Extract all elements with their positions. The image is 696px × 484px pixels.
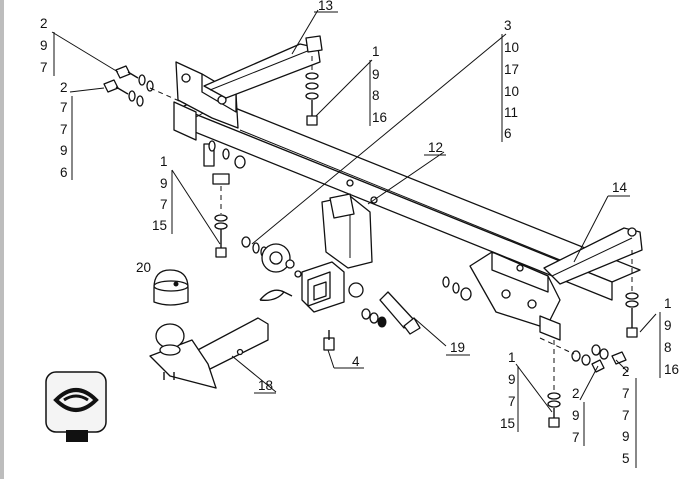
callout-left-mid: 6	[60, 165, 68, 180]
callout-top-center: 16	[372, 110, 387, 125]
left-side-bracket	[173, 43, 321, 167]
callout-top-left: 7	[40, 60, 48, 75]
callout-bottom-mid: 2	[572, 386, 580, 401]
callout-top-left: 9	[40, 38, 48, 53]
callout-bottom-right: 5	[622, 451, 630, 466]
brand-logo-icon	[45, 371, 107, 442]
locking-pin	[379, 291, 421, 335]
callout-left-bolt: 7	[160, 197, 168, 212]
callout-top-center: 8	[372, 88, 380, 103]
right-side-bracket	[469, 227, 643, 341]
leader-lines	[51, 9, 657, 413]
callout-top-right: 10	[504, 40, 519, 55]
callout-labels: 2 9 7 2 7 7 9 6 13 1 9 8 16 3 10 17 10 1…	[40, 0, 679, 468]
tow-ball-cap	[153, 269, 189, 306]
callout-bottom-bolt: 7	[508, 394, 516, 409]
callout-top-right: 6	[504, 126, 512, 141]
callout-bottom-right: 7	[622, 408, 630, 423]
fastener-set	[103, 35, 639, 428]
callout-left-mid: 2	[60, 80, 68, 95]
callout-bottom-bolt: 9	[508, 372, 516, 387]
callout-bottom-bolt: 1	[508, 350, 516, 365]
callout-left-mid: 7	[60, 100, 68, 115]
callout-12: 12	[428, 140, 443, 155]
callout-top-right: 10	[504, 84, 519, 99]
callout-bottom-bolt: 15	[500, 416, 515, 431]
callout-left-mid: 9	[60, 143, 68, 158]
callout-right-bolt: 9	[664, 318, 672, 333]
callout-top-left: 2	[40, 16, 48, 31]
callout-bottom-mid: 9	[572, 408, 580, 423]
callout-19: 19	[450, 340, 465, 355]
callout-top-right: 11	[504, 105, 518, 120]
callout-bottom-right: 2	[622, 364, 630, 379]
callout-top-right: 17	[504, 62, 519, 77]
callout-bottom-right: 7	[622, 386, 630, 401]
callout-4: 4	[352, 354, 360, 369]
left-edge-bar	[0, 0, 4, 479]
callout-13: 13	[318, 0, 333, 13]
callout-left-bolt: 1	[160, 154, 168, 169]
callout-top-right: 3	[504, 18, 512, 33]
callout-14: 14	[612, 180, 628, 195]
callout-right-bolt: 16	[664, 362, 679, 377]
callout-top-center: 1	[372, 44, 380, 59]
callout-right-bolt: 8	[664, 340, 672, 355]
ball-mount	[149, 317, 269, 389]
main-crossbar	[179, 95, 641, 313]
callout-left-bolt: 9	[160, 176, 168, 191]
callout-bottom-right: 9	[622, 429, 630, 444]
callout-left-mid: 7	[60, 122, 68, 137]
callout-bottom-mid: 7	[572, 430, 580, 445]
callout-20: 20	[136, 260, 151, 275]
callout-left-bolt: 15	[152, 218, 167, 233]
callout-top-center: 9	[372, 67, 380, 82]
callout-right-bolt: 1	[664, 296, 672, 311]
callout-18: 18	[258, 378, 273, 393]
